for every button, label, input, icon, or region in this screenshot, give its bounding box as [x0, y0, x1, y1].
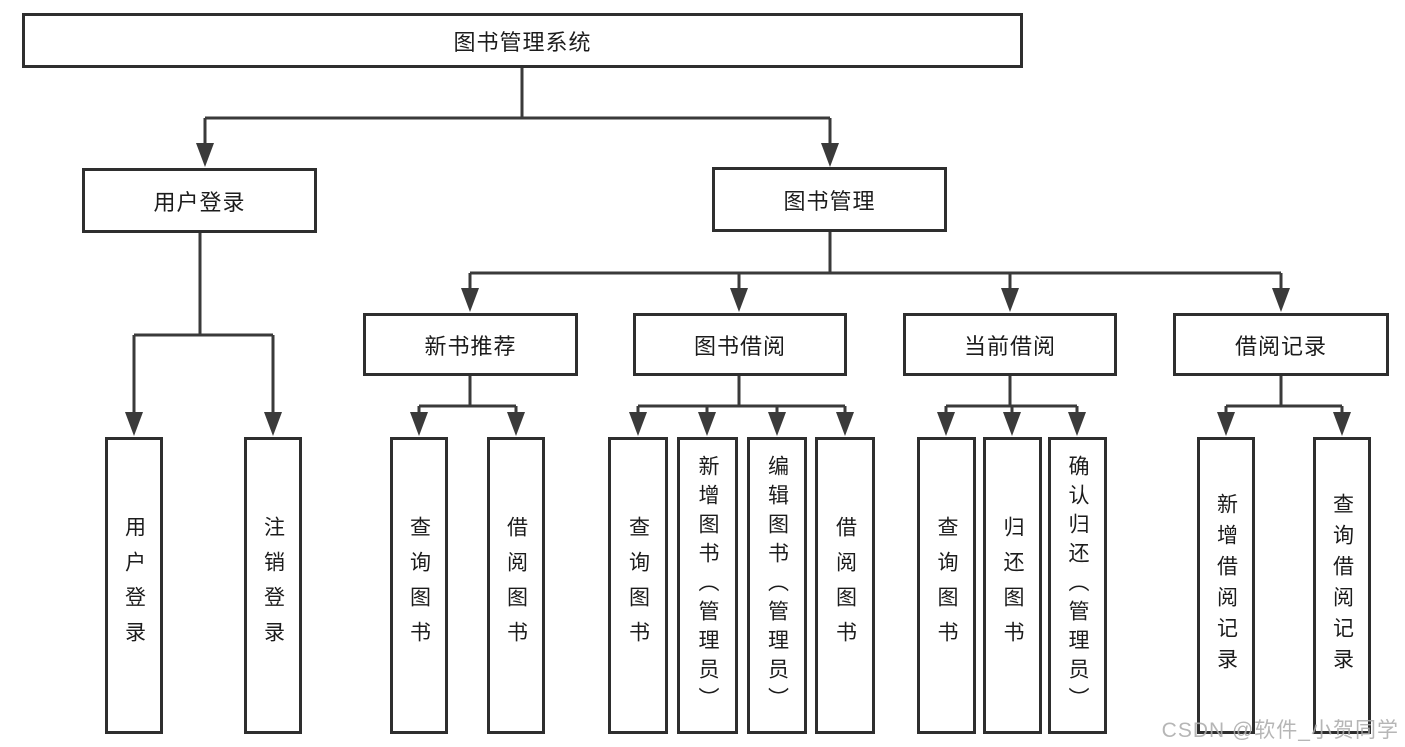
leaf-user-login: 用户登录	[105, 437, 163, 734]
node-user-login: 用户登录	[82, 168, 317, 233]
leaf-return-books-label: 归还图书	[1001, 515, 1024, 656]
node-book-borrow: 图书借阅	[633, 313, 847, 376]
leaf-query-books-borrow-label: 查询图书	[626, 515, 650, 656]
leaf-query-borrow-record: 查询借阅记录	[1313, 437, 1371, 734]
leaf-add-borrow-record-label: 新增借阅记录	[1214, 492, 1238, 679]
leaf-return-books: 归还图书	[983, 437, 1042, 734]
leaf-borrow-books-recommend: 借阅图书	[487, 437, 545, 734]
leaf-query-books-current: 查询图书	[917, 437, 976, 734]
node-current-borrow-label: 当前借阅	[963, 333, 1056, 359]
node-user-login-label: 用户登录	[153, 189, 246, 215]
leaf-borrow-books: 借阅图书	[815, 437, 875, 734]
leaf-query-books-current-label: 查询图书	[935, 515, 958, 656]
node-new-book-recommend: 新书推荐	[363, 313, 578, 376]
node-borrow-records: 借阅记录	[1173, 313, 1389, 376]
leaf-user-login-label: 用户登录	[122, 515, 146, 656]
leaf-add-book-admin-label: 新增图书（管理员）	[696, 455, 719, 716]
leaf-query-borrow-record-label: 查询借阅记录	[1330, 492, 1354, 679]
node-new-book-recommend-label: 新书推荐	[424, 333, 517, 359]
leaf-logout-label: 注销登录	[261, 515, 285, 656]
arrowheads	[125, 143, 1351, 436]
watermark-text: CSDN @软件_小贺同学	[1161, 719, 1399, 742]
leaf-confirm-return-admin: 确认归还（管理员）	[1048, 437, 1107, 734]
leaf-edit-book-admin: 编辑图书（管理员）	[747, 437, 807, 734]
leaf-confirm-return-admin-label: 确认归还（管理员）	[1066, 455, 1089, 716]
leaf-query-books-recommend-label: 查询图书	[407, 515, 431, 656]
node-book-management-label: 图书管理	[783, 188, 876, 214]
leaf-borrow-books-recommend-label: 借阅图书	[504, 515, 528, 656]
node-root-system-label: 图书管理系统	[453, 29, 592, 55]
leaf-add-borrow-record: 新增借阅记录	[1197, 437, 1255, 734]
leaf-edit-book-admin-label: 编辑图书（管理员）	[765, 455, 789, 716]
leaf-add-book-admin: 新增图书（管理员）	[677, 437, 738, 734]
leaf-borrow-books-label: 借阅图书	[833, 515, 857, 656]
leaf-query-books-borrow: 查询图书	[608, 437, 668, 734]
leaf-logout: 注销登录	[244, 437, 302, 734]
node-book-borrow-label: 图书借阅	[693, 333, 786, 359]
leaf-query-books-recommend: 查询图书	[390, 437, 448, 734]
node-borrow-records-label: 借阅记录	[1234, 333, 1327, 359]
node-root-system: 图书管理系统	[22, 13, 1023, 68]
node-book-management: 图书管理	[712, 167, 947, 232]
node-current-borrow: 当前借阅	[903, 313, 1117, 376]
